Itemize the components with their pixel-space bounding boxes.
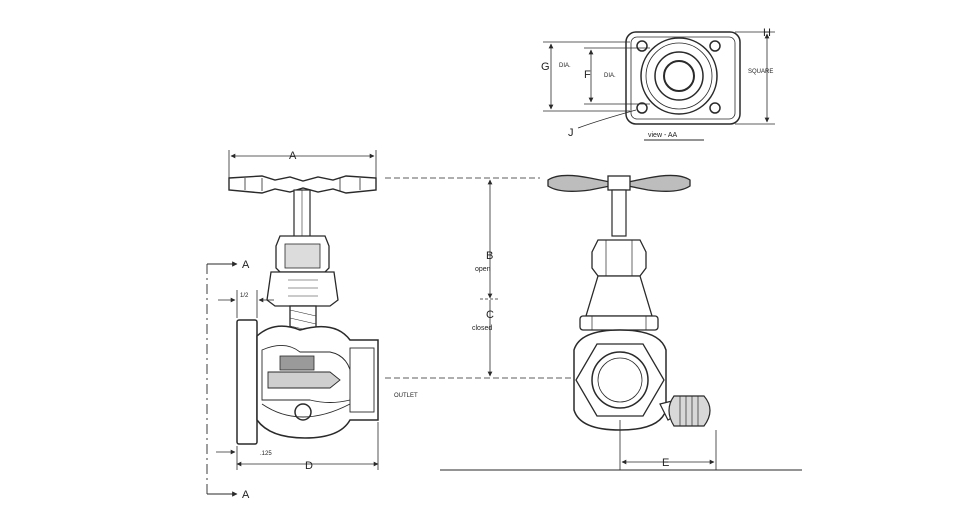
valve-disc xyxy=(267,371,341,389)
dim-label-f-dia: DIA. xyxy=(604,73,616,79)
dim-label-e: E xyxy=(662,457,669,469)
body-right xyxy=(573,329,667,431)
drain-plug-right xyxy=(659,395,711,427)
dim-label-half: 1/2 xyxy=(240,293,249,299)
dim-label-f: F xyxy=(584,69,591,81)
flange-circle xyxy=(645,42,713,110)
dim-label-b: B xyxy=(486,250,493,262)
bonnet-right xyxy=(579,239,659,331)
bolt-hole xyxy=(709,102,721,114)
valve-body-left xyxy=(236,319,379,445)
dim-label-closed: closed xyxy=(472,325,492,332)
view-aa xyxy=(625,31,741,125)
dim-label-h: H xyxy=(763,27,771,39)
bore-circle xyxy=(663,60,695,92)
dim-label-square: SQUARE xyxy=(748,69,773,75)
j-leader xyxy=(577,109,637,129)
dim-label-open: open xyxy=(475,266,491,273)
bolt-hole xyxy=(636,102,648,114)
dim-label-j: J xyxy=(568,127,574,139)
stem-right xyxy=(611,189,627,237)
section-label-a-bottom: A xyxy=(242,489,250,501)
dim-e xyxy=(440,420,802,471)
dim-label-c: C xyxy=(486,309,494,321)
view-aa-dimensions xyxy=(543,31,775,141)
outlet-label: OUTLET xyxy=(394,393,418,399)
dim-label-d: D xyxy=(305,460,313,472)
bolt-hole xyxy=(636,40,648,52)
flange-outer-circle xyxy=(640,37,718,115)
handwheel-right xyxy=(547,174,691,192)
bore-outer-circle xyxy=(654,51,704,101)
dim-label-g-dia: DIA. xyxy=(559,63,571,69)
square-flange-outline xyxy=(625,31,741,125)
left-small-dims xyxy=(216,290,379,470)
square-flange-inner xyxy=(630,36,736,120)
view-aa-caption: view - AA xyxy=(648,132,678,139)
dim-label-g: G xyxy=(541,61,550,73)
inlet-flange xyxy=(236,319,258,445)
dim-label-125: .125 xyxy=(260,451,272,457)
section-label-a-top: A xyxy=(242,259,250,271)
section-line-aa xyxy=(206,261,238,497)
bolt-hole xyxy=(709,40,721,52)
handwheel-left xyxy=(228,175,377,194)
dim-label-a-top: A xyxy=(289,150,297,162)
